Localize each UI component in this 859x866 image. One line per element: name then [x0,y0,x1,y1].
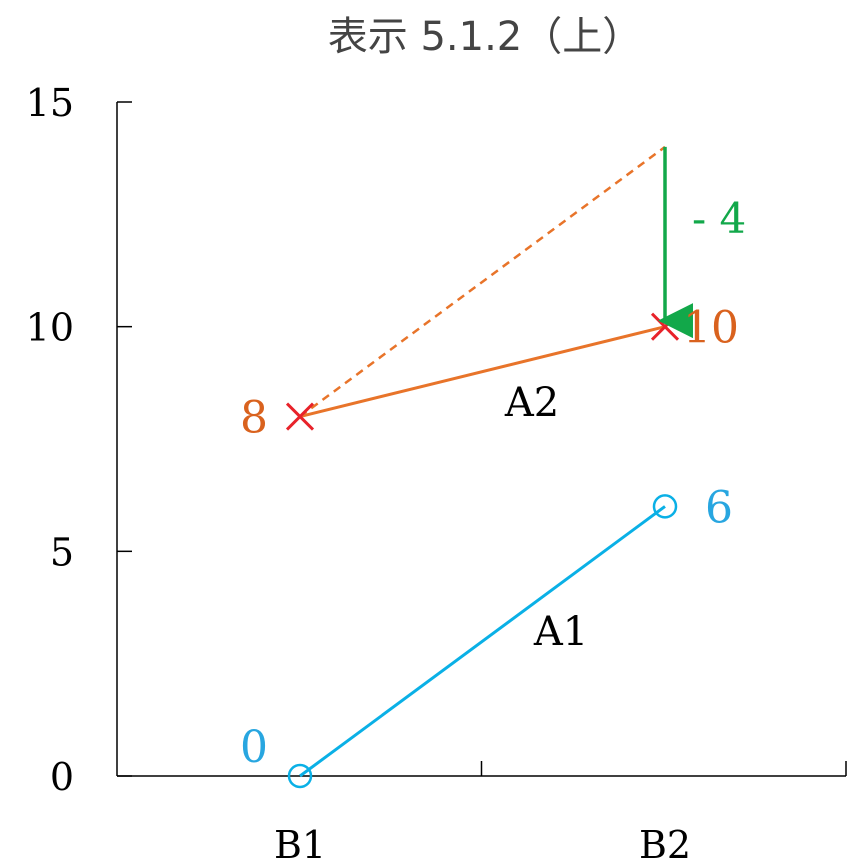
series-lines [299,325,666,778]
series-marker-a1 [287,763,313,789]
reference-lines [299,145,666,418]
series-marker-a2 [285,402,315,431]
series-line-a1 [299,505,666,778]
data-label: 6 [705,482,733,533]
y-tick-label: 0 [50,755,74,799]
series-marker-a1 [652,494,678,519]
y-tick-label: 10 [26,306,74,350]
x-tick-label: B2 [639,823,691,866]
y-tick-label: 5 [50,530,74,574]
reference-line [299,145,666,418]
data-label: 10 [683,303,739,354]
series-line-a2 [299,325,666,418]
data-label: 0 [240,722,268,773]
chart-title: 表示 5.1.2（上） [328,14,643,60]
data-label: 8 [240,393,268,444]
y-tick-label: 15 [26,81,74,125]
series-name-label: A2 [504,380,559,426]
series-markers [285,312,680,789]
annotations: - 4 [658,146,746,339]
series-name-label: A1 [533,609,588,655]
series-marker-stroke [285,402,315,431]
x-tick-label: B1 [274,823,326,866]
change-label: - 4 [692,194,746,243]
